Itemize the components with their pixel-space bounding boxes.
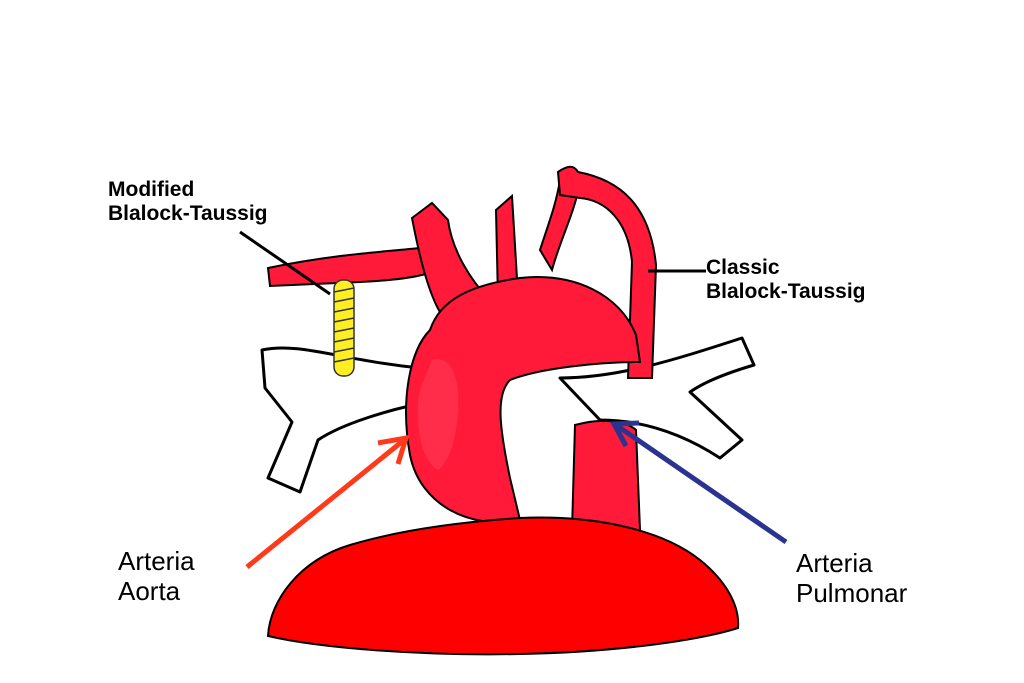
classic-bt-label: Classic Blalock-Taussig [706,256,866,304]
pulmonary-arrow [609,420,788,545]
pulmonary-label-line1: Arteria [796,548,873,578]
pulmonary-label: Arteria Pulmonar [796,548,908,609]
aorta-arrow [245,434,410,569]
classic-bt-label-line1: Classic [706,256,780,279]
classic-bt-label-line2: Blalock-Taussig [706,280,866,304]
heart-body [266,516,740,656]
modified-bt-graft [333,279,355,377]
aorta-label-line2: Aorta [118,575,181,606]
aortic-arch [405,276,642,524]
aorta-highlight [417,359,459,470]
aorta-label: Arteria Aorta [118,546,195,607]
pulmonary-label-line2: Pulmonar [796,577,908,608]
modified-bt-pointer [239,230,331,296]
aorta-label-line1: Arteria [118,546,195,576]
modified-bt-label: Modified Blalock-Taussig [108,178,268,226]
modified-bt-label-line1: Modified [108,178,195,201]
subclavian-artery [266,246,440,288]
modified-bt-label-line2: Blalock-Taussig [108,202,268,226]
